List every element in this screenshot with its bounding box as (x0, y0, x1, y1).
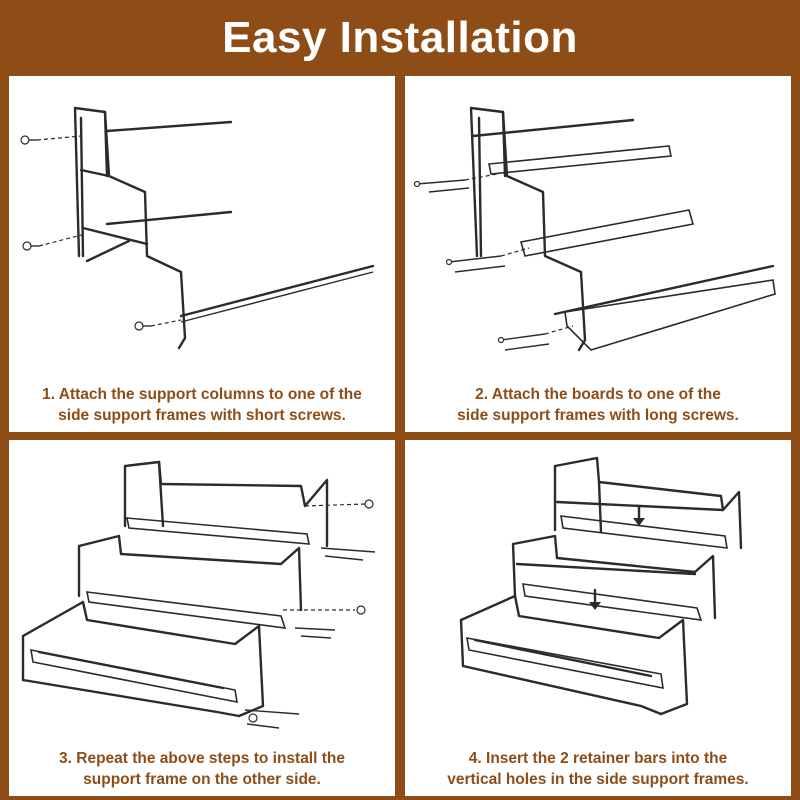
step-3-panel: 3. Repeat the above steps to install the… (9, 440, 395, 796)
step-3-illustration (21, 460, 376, 729)
arrow-down-icon (589, 588, 601, 610)
screw-icon (364, 499, 374, 509)
arrow-down-icon (633, 504, 645, 526)
screw-icon (356, 605, 366, 615)
step-1-panel: 1. Attach the support columns to one of … (9, 76, 395, 432)
step-2-panel: 2. Attach the boards to one of the side … (405, 76, 791, 432)
screw-icon (497, 336, 505, 344)
step-1-illustration (20, 106, 375, 350)
step-4-panel: 4. Insert the 2 retainer bars into the v… (405, 440, 791, 796)
step-3-caption: 3. Repeat the above steps to install the… (59, 750, 345, 788)
step-1-caption: 1. Attach the support columns to one of … (42, 386, 362, 424)
screw-icon (248, 713, 258, 723)
screw-icon (413, 180, 421, 188)
step-2-caption: 2. Attach the boards to one of the side … (457, 386, 739, 424)
screw-icon (20, 135, 37, 145)
step-4-illustration (459, 456, 743, 716)
step-2-illustration (413, 106, 776, 352)
screw-icon (22, 241, 39, 251)
step-4-caption: 4. Insert the 2 retainer bars into the v… (447, 750, 749, 788)
page-title: Easy Installation (222, 13, 578, 62)
screw-icon (134, 321, 151, 331)
screw-icon (445, 258, 453, 266)
